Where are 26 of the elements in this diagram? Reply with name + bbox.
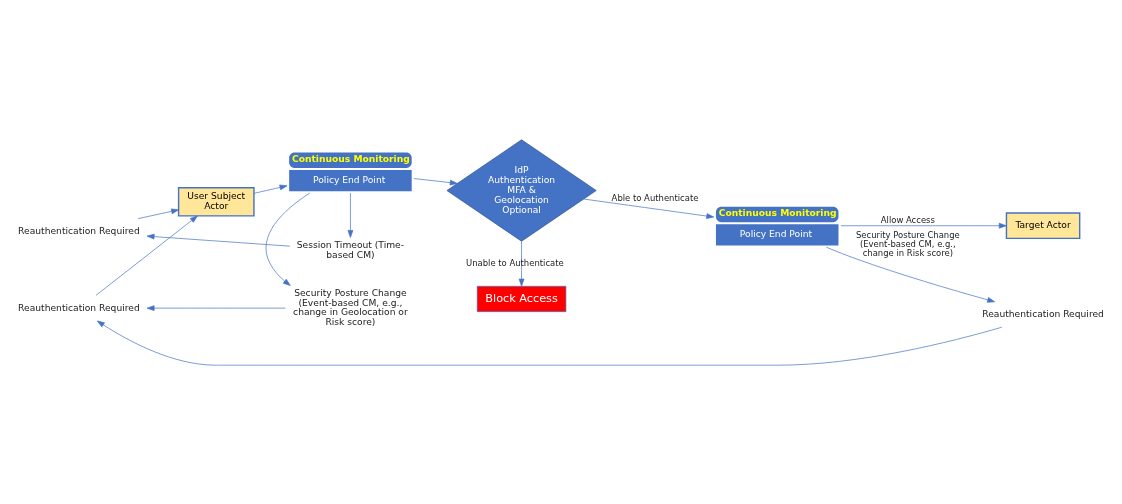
- edge-label: Able to Authenticate: [611, 192, 699, 203]
- edge-label: Unable to Authenticate: [466, 257, 564, 268]
- node-text: Session Timeout (Time-based CM): [296, 239, 405, 260]
- arrow: [137, 208, 179, 219]
- arrow: [96, 320, 1003, 366]
- arrow: [265, 192, 311, 286]
- node-text: Reauthentication Required: [18, 302, 140, 313]
- node-box: User Subject Actor: [177, 186, 255, 217]
- arrow: [253, 184, 288, 194]
- arrow: [146, 304, 286, 311]
- arrow: [347, 192, 354, 238]
- arrow: [826, 246, 995, 303]
- node-text: Reauthentication Required: [18, 225, 140, 236]
- edge-label: Allow Access: [880, 214, 935, 225]
- node-label: Continuous Monitoring: [291, 153, 410, 164]
- arrow: [146, 233, 291, 246]
- arrow: [583, 198, 715, 219]
- arrow: [840, 222, 1007, 229]
- arrow: [413, 177, 458, 185]
- arrow: [95, 215, 198, 296]
- node-label: Continuous Monitoring: [718, 207, 837, 218]
- node-text: Security Posture Change (Event-based CM, e.g., change in Geolocation or Risk score): [293, 287, 408, 327]
- node-box: Block Access: [476, 285, 567, 312]
- node-box: Target Actor: [1005, 211, 1081, 239]
- node-text: Reauthentication Required: [982, 308, 1104, 319]
- edge-label: Security Posture Change (Event-based CM, e.g., change in Risk score): [855, 229, 960, 258]
